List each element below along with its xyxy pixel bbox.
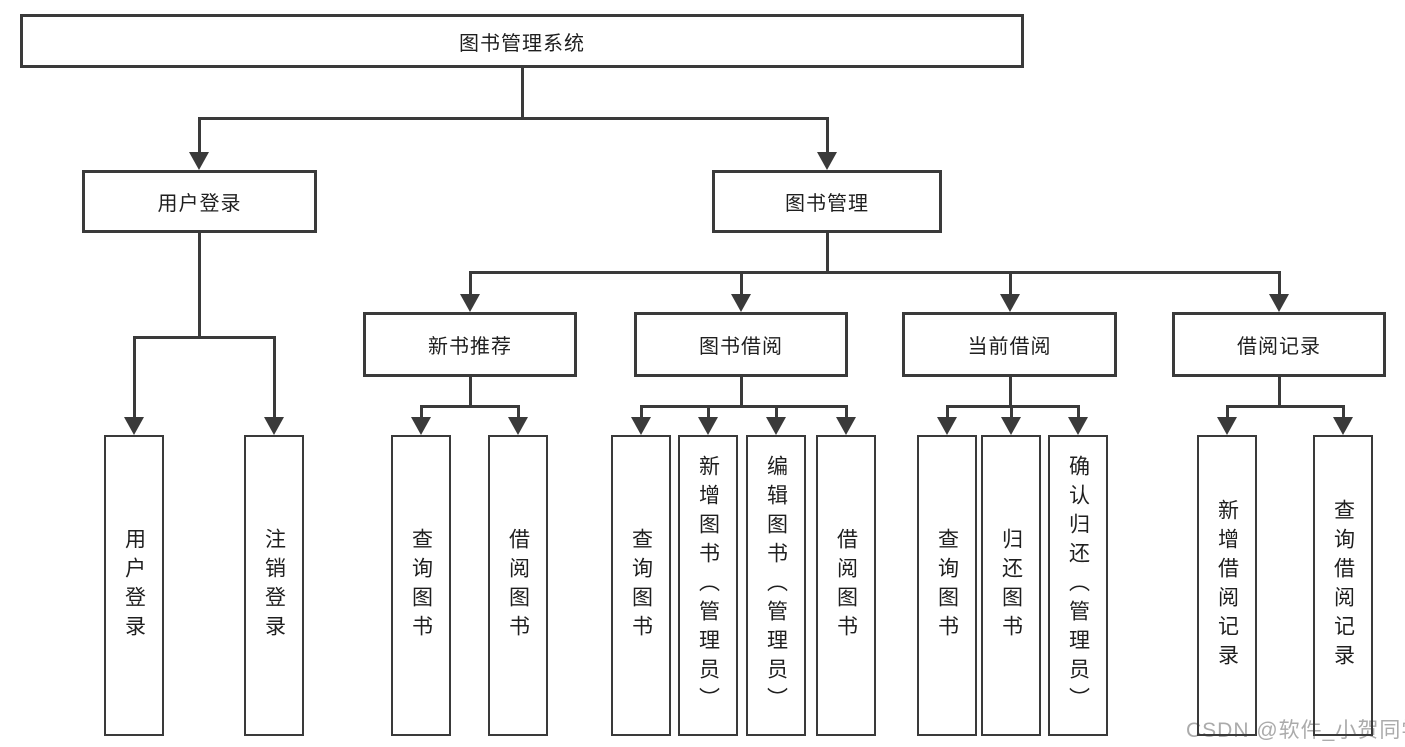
connector-line [845, 405, 848, 418]
connector-line [521, 68, 524, 120]
arrowhead-icon [124, 417, 144, 435]
node-section-label: 借阅记录 [1237, 336, 1321, 358]
arrowhead-icon [264, 417, 284, 435]
connector-line [469, 271, 472, 295]
arrowhead-icon [1217, 417, 1237, 435]
node-leaf: 确认归还（管理员） [1048, 435, 1108, 736]
node-section-label: 新书推荐 [428, 336, 512, 358]
connector-line [198, 117, 201, 153]
connector-line [947, 405, 1079, 408]
leaf-label: 查询图书 [935, 527, 959, 644]
connector-line [470, 271, 1280, 274]
watermark: CSDN @软件_小贺同学 [1186, 719, 1405, 742]
connector-line [199, 117, 828, 120]
arrowhead-icon [460, 294, 480, 312]
connector-line [775, 405, 778, 418]
node-section-new-books: 新书推荐 [363, 312, 577, 377]
leaf-label: 借阅图书 [834, 527, 858, 644]
node-section-borrow-records: 借阅记录 [1172, 312, 1386, 377]
arrowhead-icon [1001, 417, 1021, 435]
node-section-label: 图书借阅 [699, 336, 783, 358]
node-branch-label: 图书管理 [785, 193, 869, 215]
leaf-label: 查询图书 [629, 527, 653, 644]
node-leaf: 注销登录 [244, 435, 304, 736]
connector-line [1226, 405, 1229, 418]
connector-line [640, 405, 643, 418]
node-leaf: 查询图书 [917, 435, 977, 736]
arrowhead-icon [1000, 294, 1020, 312]
node-leaf: 借阅图书 [488, 435, 548, 736]
node-leaf: 查询图书 [611, 435, 671, 736]
arrowhead-icon [1269, 294, 1289, 312]
arrowhead-icon [508, 417, 528, 435]
node-leaf: 查询图书 [391, 435, 451, 736]
arrowhead-icon [817, 152, 837, 170]
arrowhead-icon [1333, 417, 1353, 435]
connector-line [1010, 405, 1013, 418]
arrowhead-icon [698, 417, 718, 435]
arrowhead-icon [1068, 417, 1088, 435]
node-leaf: 编辑图书（管理员） [746, 435, 806, 736]
leaf-label: 用户登录 [122, 527, 146, 644]
connector-line [420, 405, 423, 418]
arrowhead-icon [731, 294, 751, 312]
node-leaf: 查询借阅记录 [1313, 435, 1373, 736]
connector-line [740, 377, 743, 408]
arrowhead-icon [836, 417, 856, 435]
node-section-book-borrow: 图书借阅 [634, 312, 848, 377]
connector-line [273, 336, 276, 418]
node-root: 图书管理系统 [20, 14, 1024, 68]
connector-line [1227, 405, 1344, 408]
leaf-label: 新增借阅记录 [1215, 498, 1239, 673]
node-leaf: 新增借阅记录 [1197, 435, 1257, 736]
connector-line [1278, 271, 1281, 295]
node-branch-user-login: 用户登录 [82, 170, 317, 233]
arrowhead-icon [937, 417, 957, 435]
arrowhead-icon [189, 152, 209, 170]
connector-line [740, 271, 743, 295]
leaf-label: 查询借阅记录 [1331, 498, 1355, 673]
connector-line [641, 405, 847, 408]
leaf-label: 确认归还（管理员） [1066, 455, 1090, 716]
connector-line [133, 336, 136, 418]
node-leaf: 用户登录 [104, 435, 164, 736]
node-section-current-borrow: 当前借阅 [902, 312, 1117, 377]
connector-line [517, 405, 520, 418]
node-leaf: 借阅图书 [816, 435, 876, 736]
connector-line [826, 233, 829, 274]
connector-line [1342, 405, 1345, 418]
connector-line [1278, 377, 1281, 408]
node-root-label: 图书管理系统 [459, 32, 585, 55]
leaf-label: 借阅图书 [506, 527, 530, 644]
node-branch-book-management: 图书管理 [712, 170, 942, 233]
connector-line [1077, 405, 1080, 418]
connector-line [469, 377, 472, 408]
connector-line [946, 405, 949, 418]
leaf-label: 注销登录 [262, 527, 286, 644]
node-branch-label: 用户登录 [157, 193, 242, 215]
leaf-label: 编辑图书（管理员） [764, 455, 788, 716]
connector-line [198, 233, 201, 339]
leaf-label: 查询图书 [409, 527, 433, 644]
connector-line [134, 336, 275, 339]
connector-line [1009, 271, 1012, 295]
arrowhead-icon [411, 417, 431, 435]
connector-line [421, 405, 519, 408]
leaf-label: 新增图书（管理员） [696, 455, 720, 716]
node-leaf: 归还图书 [981, 435, 1041, 736]
node-leaf: 新增图书（管理员） [678, 435, 738, 736]
connector-line [826, 117, 829, 153]
connector-line [707, 405, 710, 418]
arrowhead-icon [631, 417, 651, 435]
connector-line [1009, 377, 1012, 408]
leaf-label: 归还图书 [999, 527, 1023, 644]
node-section-label: 当前借阅 [967, 336, 1052, 358]
arrowhead-icon [766, 417, 786, 435]
